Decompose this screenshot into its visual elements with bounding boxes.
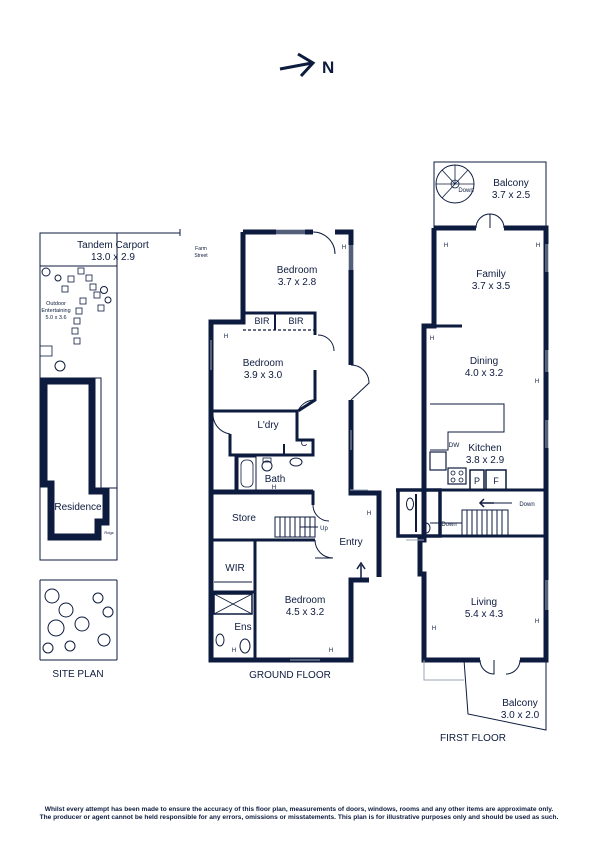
site-small-label: Rdgs <box>104 530 113 535</box>
outdoor-label-1: Outdoor <box>46 301 66 307</box>
site-plan-caption: SITE PLAN <box>52 669 103 680</box>
first-floor-plan <box>396 161 549 731</box>
ff-heater-4: H <box>535 379 539 385</box>
ff-living-label: Living <box>471 597 497 608</box>
ff-heater-3: H <box>430 336 434 342</box>
ff-balcony2-label: Balcony <box>502 698 538 709</box>
floor-plan-drawing: N <box>39 52 549 744</box>
gf-up-label: Up <box>320 526 328 532</box>
gf-ensuite-label: Ens <box>234 622 251 633</box>
ground-floor-plan <box>208 229 382 663</box>
disclaimer-line-2: The producer or agent cannot be held res… <box>39 814 559 822</box>
ff-balcony1-dims: 3.7 x 2.5 <box>492 190 531 201</box>
ff-down1-label: Down <box>519 502 534 508</box>
disclaimer: Whilst every attempt has been made to en… <box>14 806 584 822</box>
gf-bir2-label: BIR <box>288 316 304 326</box>
ff-heater-2: H <box>536 243 540 249</box>
ground-floor-caption: GROUND FLOOR <box>249 670 331 681</box>
ff-dining-dims: 4.0 x 3.2 <box>465 368 504 379</box>
outdoor-label-2: Entertaining <box>41 308 70 314</box>
ff-living-dims: 5.4 x 4.3 <box>465 609 504 620</box>
north-label: N <box>322 58 334 77</box>
residence-label: Residence <box>54 502 102 513</box>
north-arrow-icon <box>279 52 316 78</box>
ff-fridge-label: F <box>493 476 499 486</box>
disclaimer-line-1: Whilst every attempt has been made to en… <box>44 806 554 813</box>
ff-stair-down-label: Down <box>458 188 473 194</box>
ff-kitchen-dims: 3.8 x 2.9 <box>466 455 505 466</box>
gf-entry-label: Entry <box>339 537 362 548</box>
site-plan <box>39 229 181 661</box>
ff-pantry-label: P <box>474 476 480 486</box>
gf-bedroom1-dims: 3.7 x 2.8 <box>278 277 317 288</box>
gf-bath-label: Bath <box>265 474 286 485</box>
gf-heater-4: H <box>367 511 371 517</box>
gf-bir1-label: BIR <box>254 316 270 326</box>
ff-balcony1-label: Balcony <box>493 178 529 189</box>
gf-bedroom3-label: Bedroom <box>285 595 326 606</box>
gf-bedroom2-label: Bedroom <box>243 358 284 369</box>
ff-family-label: Family <box>476 269 505 280</box>
gf-bedroom3-dims: 4.5 x 3.2 <box>286 607 325 618</box>
ff-heater-6: H <box>535 619 539 625</box>
carport-title: Tandem Carport <box>77 240 149 251</box>
carport-dims: 13.0 x 2.9 <box>91 252 135 263</box>
gf-bedroom1-label: Bedroom <box>277 265 318 276</box>
ff-balcony2-dims: 3.0 x 2.0 <box>501 710 540 721</box>
gf-laundry-label: L'dry <box>257 420 278 431</box>
gf-heater-6: H <box>329 648 333 654</box>
street-label-1: Farm <box>195 246 207 252</box>
ff-down2-label: Down <box>441 522 456 528</box>
ff-heater-1: H <box>444 243 448 249</box>
gf-cupboard-label: C <box>301 438 308 448</box>
gf-heater-3: H <box>272 485 276 491</box>
gf-heater-5: H <box>232 648 236 654</box>
gf-heater-2: H <box>224 334 228 340</box>
gf-bedroom2-dims: 3.9 x 3.0 <box>244 370 283 381</box>
gf-wir-label: WIR <box>225 563 244 574</box>
ff-dining-label: Dining <box>470 356 498 367</box>
gf-store-label: Store <box>232 513 256 524</box>
first-floor-caption: FIRST FLOOR <box>440 733 506 744</box>
outdoor-dims: 5.0 x 3.6 <box>45 315 66 321</box>
street-label-2: Street <box>194 253 208 259</box>
ff-kitchen-label: Kitchen <box>468 443 501 454</box>
gf-heater-1: H <box>342 245 346 251</box>
ff-heater-5: H <box>432 626 436 632</box>
ff-dw-label: DW <box>449 442 461 449</box>
ff-family-dims: 3.7 x 3.5 <box>472 281 511 292</box>
